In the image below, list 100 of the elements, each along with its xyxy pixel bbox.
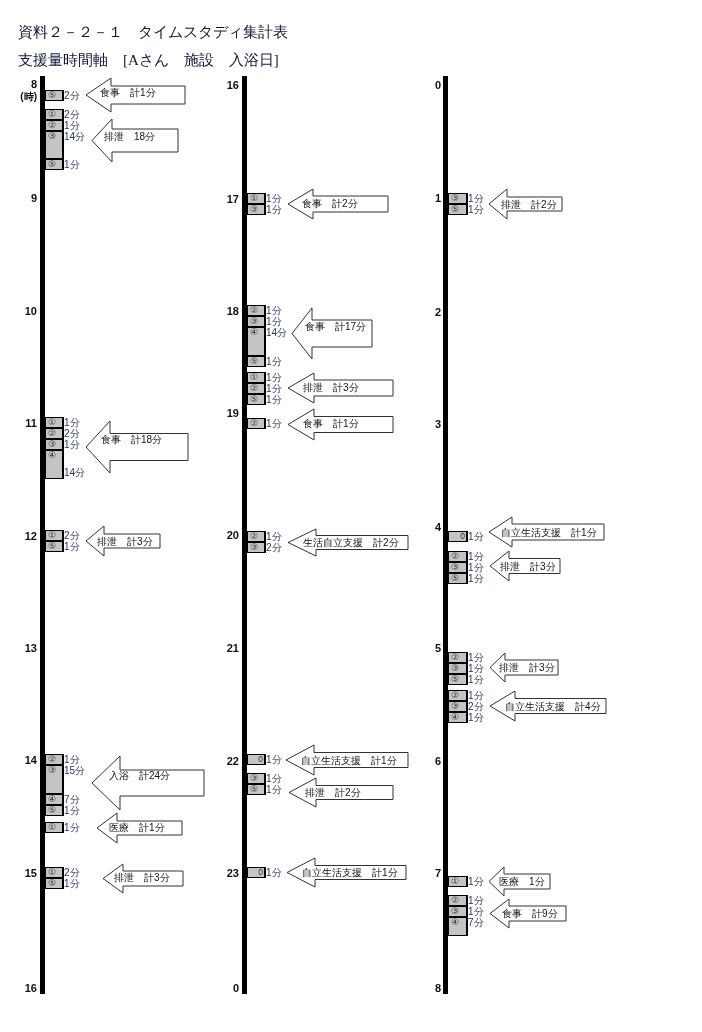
- callout-label: 食事 計1分: [100, 86, 156, 98]
- duration-label: 2分: [64, 91, 80, 101]
- segment-number: ③: [451, 702, 459, 711]
- segment-number: ④: [451, 918, 459, 927]
- hour-label: 8: [30, 78, 37, 90]
- callout-label: 排泄 18分: [104, 130, 156, 142]
- segment-number: ④: [250, 328, 258, 337]
- duration-label: 1分: [266, 373, 282, 383]
- title: 資料２－２－１ タイムスタディ集計表: [18, 24, 288, 41]
- callout-arrow: [285, 744, 409, 776]
- hour-label: 2: [434, 306, 441, 318]
- duration-label: 1分: [64, 823, 80, 833]
- duration-label: 2分: [266, 543, 282, 553]
- segment-number: ④: [48, 451, 56, 460]
- duration-label: 1分: [468, 664, 484, 674]
- callout-label: 食事 計2分: [302, 197, 358, 209]
- segment-number: ①: [48, 418, 56, 427]
- callout-arrow: [85, 420, 189, 474]
- duration-label: 1分: [266, 317, 282, 327]
- segment-number: 0: [258, 868, 263, 877]
- callout-arrow: [489, 897, 567, 929]
- callout-label: 自立生活支援 計4分: [505, 700, 601, 712]
- duration-label: 2分: [64, 110, 80, 120]
- callout-arrow: [287, 407, 394, 441]
- segment-number: ⑤: [48, 91, 56, 100]
- duration-label: 1分: [266, 774, 282, 784]
- hour-label: 0: [232, 982, 239, 994]
- segment-number: ①: [48, 531, 56, 540]
- segment-number: ②: [451, 552, 459, 561]
- hour-label: 15: [24, 867, 37, 879]
- duration-label: 1分: [468, 877, 484, 887]
- hour-label: 0: [434, 79, 441, 91]
- callout-label: 医療 計1分: [109, 821, 165, 833]
- callout-arrow: [287, 188, 389, 220]
- segment-number: ①: [451, 877, 459, 886]
- segment-number: ③: [250, 774, 258, 783]
- segment-number: ②: [250, 419, 258, 428]
- callout-label: 食事 計9分: [502, 907, 558, 919]
- segment-number: ①: [48, 823, 56, 832]
- callout-arrow: [96, 812, 183, 844]
- duration-label: 14分: [64, 132, 86, 142]
- duration-label: 1分: [266, 194, 282, 204]
- callout-label: 食事 計1分: [303, 417, 359, 429]
- callout-arrow: [286, 856, 407, 888]
- callout-label: 排泄 計3分: [303, 381, 359, 393]
- callout-arrow: [489, 651, 559, 683]
- duration-label: 1分: [64, 418, 80, 428]
- segment-number: ②: [48, 755, 56, 764]
- hour-label: 14: [24, 754, 37, 766]
- segment-number: ②: [451, 896, 459, 905]
- hour-label: 11: [25, 417, 37, 429]
- duration-label: 1分: [266, 785, 282, 795]
- duration-label: 7分: [64, 795, 80, 805]
- duration-label: 1分: [266, 205, 282, 215]
- segment-number: ⑤: [48, 542, 56, 551]
- segment-number: ⑤: [250, 785, 258, 794]
- duration-label: 2分: [64, 429, 80, 439]
- hour-label: 20: [226, 529, 239, 541]
- callout-label: 自立生活支援 計1分: [301, 754, 397, 766]
- callout-arrow: [291, 306, 373, 360]
- callout-label: 自立生活支援 計1分: [501, 526, 597, 538]
- duration-label: 1分: [64, 755, 80, 765]
- callout-arrow: [287, 372, 394, 404]
- duration-label: 14分: [266, 328, 288, 338]
- callout-label: 排泄 計2分: [501, 198, 557, 210]
- segment-number: ③: [451, 194, 459, 203]
- segment-number: ①: [250, 373, 258, 382]
- callout-label: 自立生活支援 計1分: [302, 866, 398, 878]
- segment-number: ①: [48, 868, 56, 877]
- segment-number: ④: [451, 713, 459, 722]
- hour-label: 9: [30, 192, 37, 204]
- callout-label: 生活自立支援 計2分: [303, 536, 399, 548]
- callout-label: 食事 計18分: [101, 433, 163, 445]
- segment-number: ⑤: [48, 879, 56, 888]
- hour-label: 8: [434, 982, 441, 994]
- segment-number: ②: [48, 121, 56, 130]
- hour-label: 3: [434, 418, 441, 430]
- callout-arrow: [91, 117, 179, 163]
- callout-label: 排泄 計2分: [305, 786, 361, 798]
- callout-arrow: [488, 516, 605, 548]
- callout-label: 医療 1分: [499, 875, 545, 887]
- subtitle: 支援量時間軸 [Aさん 施設 入浴日]: [18, 51, 279, 69]
- segment-number: ③: [48, 766, 56, 775]
- callout-label: 食事 計17分: [305, 320, 367, 332]
- segment-number: ③: [48, 440, 56, 449]
- callout-arrow: [489, 690, 607, 722]
- segment-number: ②: [250, 384, 258, 393]
- duration-label: 1分: [468, 574, 484, 584]
- unit-label: (時): [20, 90, 37, 102]
- segment-number: 0: [258, 755, 263, 764]
- duration-label: 2分: [64, 868, 80, 878]
- hour-label: 16: [24, 982, 37, 994]
- segment-number: ②: [451, 653, 459, 662]
- callout-label: 排泄 計3分: [500, 560, 556, 572]
- duration-label: 1分: [266, 419, 282, 429]
- duration-label: 1分: [64, 440, 80, 450]
- duration-label: 1分: [266, 395, 282, 405]
- callout-arrow: [287, 527, 409, 557]
- duration-label: 1分: [266, 755, 282, 765]
- duration-label: 1分: [468, 653, 484, 663]
